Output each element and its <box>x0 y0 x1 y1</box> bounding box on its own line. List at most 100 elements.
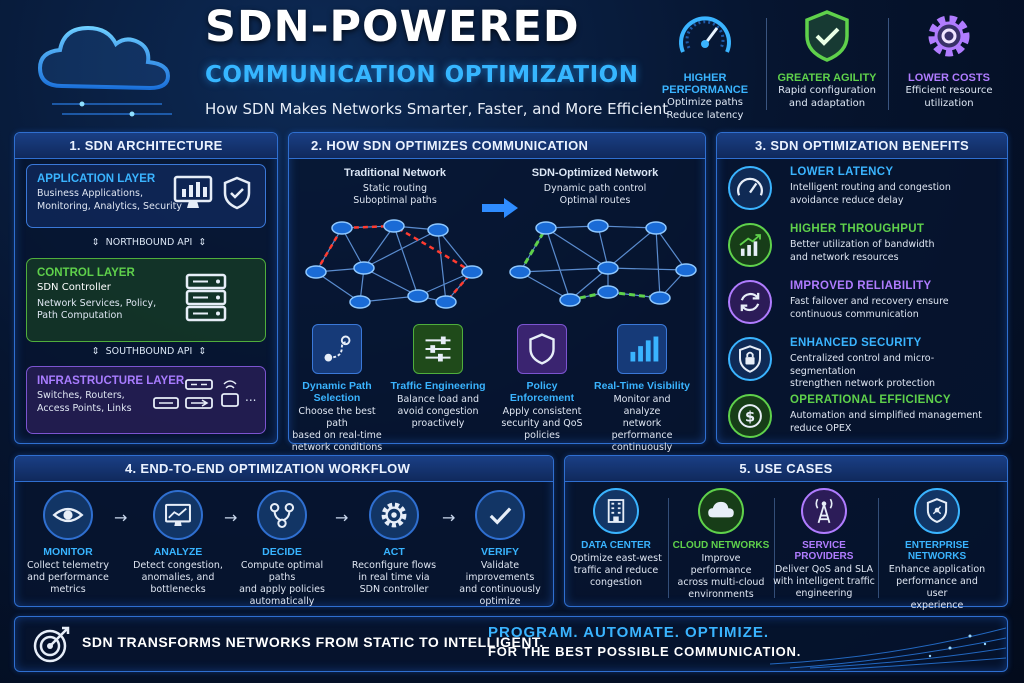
arrow-right-icon: → <box>114 508 128 527</box>
optimizes-panel: 2. HOW SDN OPTIMIZES COMMUNICATION <box>288 132 706 444</box>
monitor-chart-icon <box>173 175 213 208</box>
panel-title: 5. USE CASES <box>565 456 1007 482</box>
tagline: How SDN Makes Networks Smarter, Faster, … <box>205 100 669 118</box>
kpi-costs: LOWER COSTS Efficient resource utilizati… <box>889 8 1009 110</box>
feature-title: Real-Time Visibility <box>594 380 690 392</box>
control-layer: CONTROL LAYER SDN Controller Network Ser… <box>26 258 266 342</box>
benefit-operational-efficiency: $ OPERATIONAL EFFICIENCY Automation and … <box>728 392 998 442</box>
step-title: ANALYZE <box>153 546 203 558</box>
server-icon <box>185 273 227 322</box>
divider <box>668 498 669 598</box>
benefit-desc: Centralized control and micro-segmentati… <box>790 353 936 389</box>
footer-banner <box>14 616 1008 672</box>
layer-desc: Business Applications,Monitoring, Analyt… <box>37 188 183 212</box>
svg-text:$: $ <box>745 409 755 425</box>
main-title: SDN-POWERED <box>205 2 580 52</box>
benefit-improved-reliability: IMPROVED RELIABILITY Fast failover and r… <box>728 278 998 328</box>
sub-title: COMMUNICATION OPTIMIZATION <box>205 62 639 88</box>
kpi-line: Reduce latency <box>666 110 744 121</box>
benefit-title: ENHANCED SECURITY <box>790 337 922 349</box>
feature-title: Policy Enforcement <box>509 380 575 404</box>
panel-title: 2. HOW SDN OPTIMIZES COMMUNICATION <box>289 133 705 159</box>
sliders-icon <box>413 324 463 374</box>
benefit-enhanced-security: ENHANCED SECURITY Centralized control an… <box>728 335 998 389</box>
lock-shield-icon <box>728 337 772 381</box>
panel-title: 4. END-TO-END OPTIMIZATION WORKFLOW <box>15 456 553 482</box>
cloud-icon <box>37 25 172 117</box>
footer-subslogan: FOR THE BEST POSSIBLE COMMUNICATION. <box>488 644 802 659</box>
northbound-api: ⇕ NORTHBOUND API ⇕ <box>91 237 207 248</box>
target-icon <box>33 626 70 663</box>
monitor-chart-icon <box>153 490 203 540</box>
cloud-icon <box>698 488 744 534</box>
controller-name: SDN Controller <box>37 282 111 293</box>
refresh-icon <box>728 280 772 324</box>
bar-chart-icon <box>617 324 667 374</box>
check-icon <box>475 490 525 540</box>
layer-title: CONTROL LAYER <box>37 267 135 279</box>
traditional-network-label: Traditional Network Static routing Subop… <box>343 167 447 206</box>
branch-icon <box>257 490 307 540</box>
benefit-title: OPERATIONAL EFFICIENCY <box>790 394 951 406</box>
speedometer-icon <box>728 166 772 210</box>
step-analyze: ANALYZE Detect congestion,anomalies, and… <box>128 490 228 596</box>
benefit-lower-latency: LOWER LATENCY Intelligent routing and co… <box>728 164 998 214</box>
layer-desc: Network Services, Policy,Path Computatio… <box>37 297 157 322</box>
kpi-line: Rapid configuration <box>778 85 876 96</box>
kpi-performance: HIGHER PERFORMANCE Optimize paths Reduce… <box>645 8 765 122</box>
light-streaks <box>770 627 1006 670</box>
kpi-line: Optimize paths <box>667 97 743 108</box>
feature-title: Traffic Engineering <box>390 380 486 392</box>
kpi-line: Efficient resource <box>905 85 993 96</box>
more-devices: ... <box>245 390 257 404</box>
usecase-title: SERVICE PROVIDERS <box>794 540 854 562</box>
layer-desc: Switches, Routers,Access Points, Links <box>37 390 132 414</box>
step-title: ACT <box>383 546 405 558</box>
building-icon <box>593 488 639 534</box>
footer-slogan: PROGRAM. AUTOMATE. OPTIMIZE. <box>488 624 770 641</box>
shield-icon <box>914 488 960 534</box>
optimized-network-label: SDN-Optimized Network Dynamic path contr… <box>531 167 659 206</box>
usecase-title: ENTERPRISE NETWORKS <box>905 540 969 562</box>
divider <box>878 498 879 598</box>
step-title: MONITOR <box>43 546 93 558</box>
shield-icon <box>223 176 251 210</box>
network-devices-icon <box>153 379 239 409</box>
benefit-title: HIGHER THROUGHPUT <box>790 223 925 235</box>
path-icon <box>312 324 362 374</box>
step-title: VERIFY <box>481 546 519 558</box>
kpi-title: GREATER AGILITY <box>777 72 877 84</box>
panel-title: 3. SDN OPTIMIZATION BENEFITS <box>717 133 1007 159</box>
shield-check-icon <box>805 10 849 62</box>
arrow-right-icon <box>482 198 518 218</box>
panel-title: 1. SDN ARCHITECTURE <box>15 133 277 159</box>
traditional-network-diagram <box>305 219 483 309</box>
feature-real-time-visibility: Real-Time Visibility Monitor and analyze… <box>594 324 690 454</box>
kpi-title: HIGHER PERFORMANCE <box>661 72 749 96</box>
kpi-line: utilization <box>924 98 974 109</box>
dollar-icon: $ <box>728 394 772 438</box>
optimized-network-diagram <box>509 219 697 307</box>
